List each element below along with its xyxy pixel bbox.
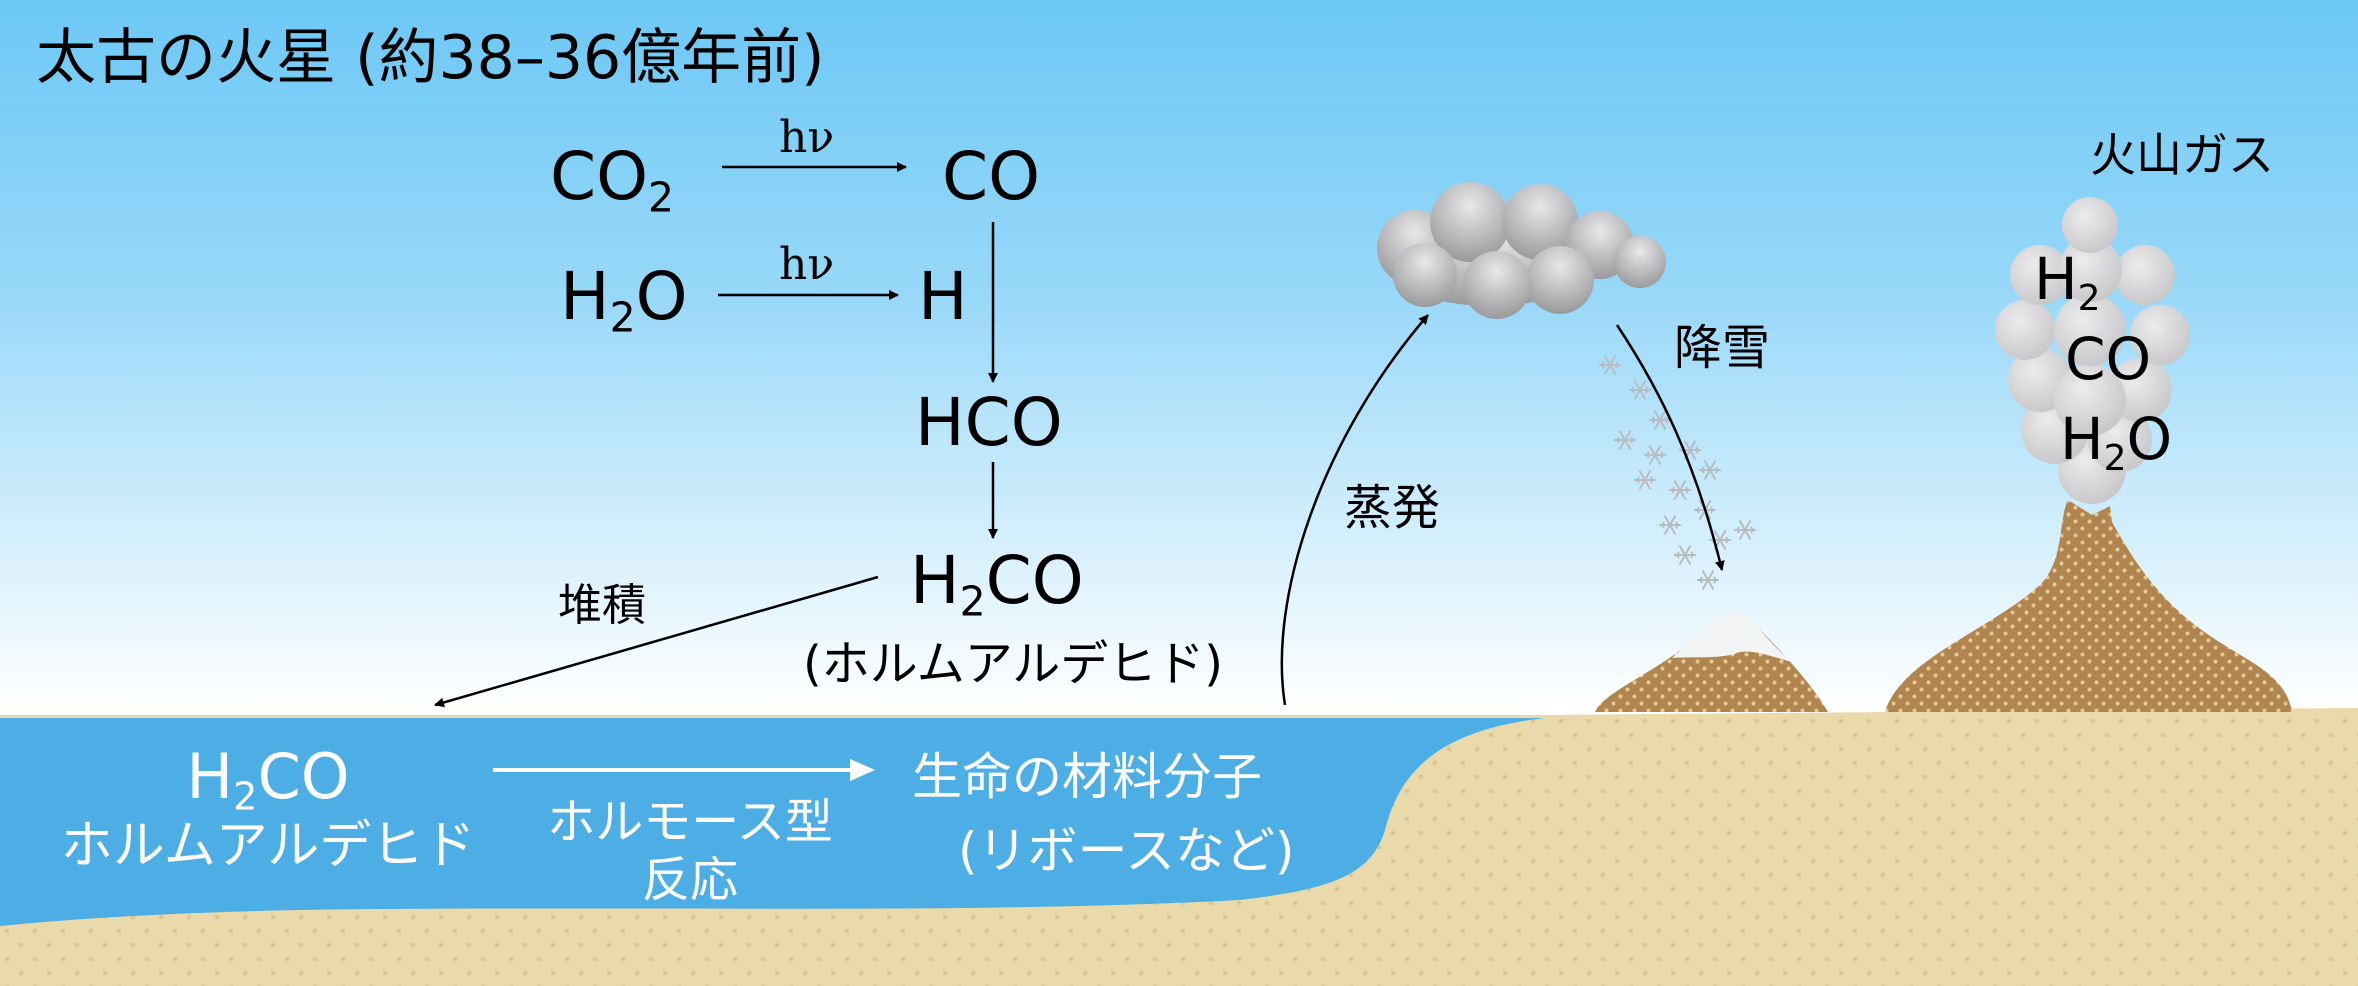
gas-h2o: H2O — [2060, 410, 2172, 476]
photolysis-label-h2o: hν — [779, 239, 835, 290]
ocean — [0, 718, 1545, 926]
h2co-subscript: 2 — [959, 577, 986, 626]
molecule-co: CO — [942, 138, 1041, 215]
h2o-subscript: 2 — [609, 293, 636, 342]
arrow-formose-head — [850, 759, 875, 781]
cloud — [1377, 182, 1666, 319]
volcanic-smoke — [1995, 197, 2190, 504]
h2co-h: H — [910, 542, 960, 619]
co2-subscript: 2 — [648, 173, 675, 222]
gas-co: CO — [2065, 325, 2152, 393]
arrow-snowfall — [1615, 324, 1725, 571]
h2co-co: CO — [985, 542, 1084, 619]
photolysis-label-co2: hν — [779, 112, 835, 163]
gas-h2o-h: H — [2060, 405, 2104, 473]
ocean-h2co: H2CO — [186, 746, 349, 817]
molecule-hco: HCO — [915, 384, 1063, 461]
gas-h2o-o: O — [2126, 405, 2173, 473]
gas-h2-h: H — [2034, 245, 2078, 313]
arrow-evaporation — [1280, 314, 1429, 706]
molecule-h2o: H2O — [560, 264, 688, 338]
molecule-co2: CO2 — [550, 144, 674, 218]
volcano — [1885, 500, 2292, 712]
ocean-formaldehyde: ホルムアルデヒド — [60, 816, 476, 876]
formaldehyde-label: (ホルムアルデヒド) — [803, 636, 1224, 692]
product-line2: (リボースなど) — [958, 822, 1295, 880]
page-title: 太古の火星 (約38–36億年前) — [36, 23, 825, 93]
formose-line2: 反応 — [641, 852, 739, 908]
molecule-h: H — [918, 258, 968, 335]
deposition-label: 堆積 — [558, 580, 646, 631]
volcanic-gas-label: 火山ガス — [2090, 128, 2274, 182]
gas-h2-subscript: 2 — [2077, 277, 2101, 319]
formose-line1: ホルモース型 — [547, 794, 833, 850]
gas-h2o-subscript: 2 — [2103, 437, 2127, 479]
ocean-h2co-co: CO — [257, 740, 350, 813]
ocean-h2co-subscript: 2 — [233, 774, 258, 820]
co2-text: CO — [550, 138, 649, 215]
gas-h2: H2 — [2034, 250, 2101, 316]
h2o-o: O — [635, 258, 688, 335]
snowfall-label: 降雪 — [1674, 320, 1771, 376]
evaporation-label: 蒸発 — [1344, 480, 1441, 536]
arrow-deposition — [434, 575, 879, 708]
molecule-h2co: H2CO — [910, 548, 1084, 622]
product-line1: 生命の材料分子 — [912, 748, 1262, 806]
snow-cap — [1672, 612, 1792, 662]
ocean-h2co-h: H — [186, 740, 234, 813]
snow-mountain — [1595, 616, 1828, 712]
h2o-h: H — [560, 258, 610, 335]
